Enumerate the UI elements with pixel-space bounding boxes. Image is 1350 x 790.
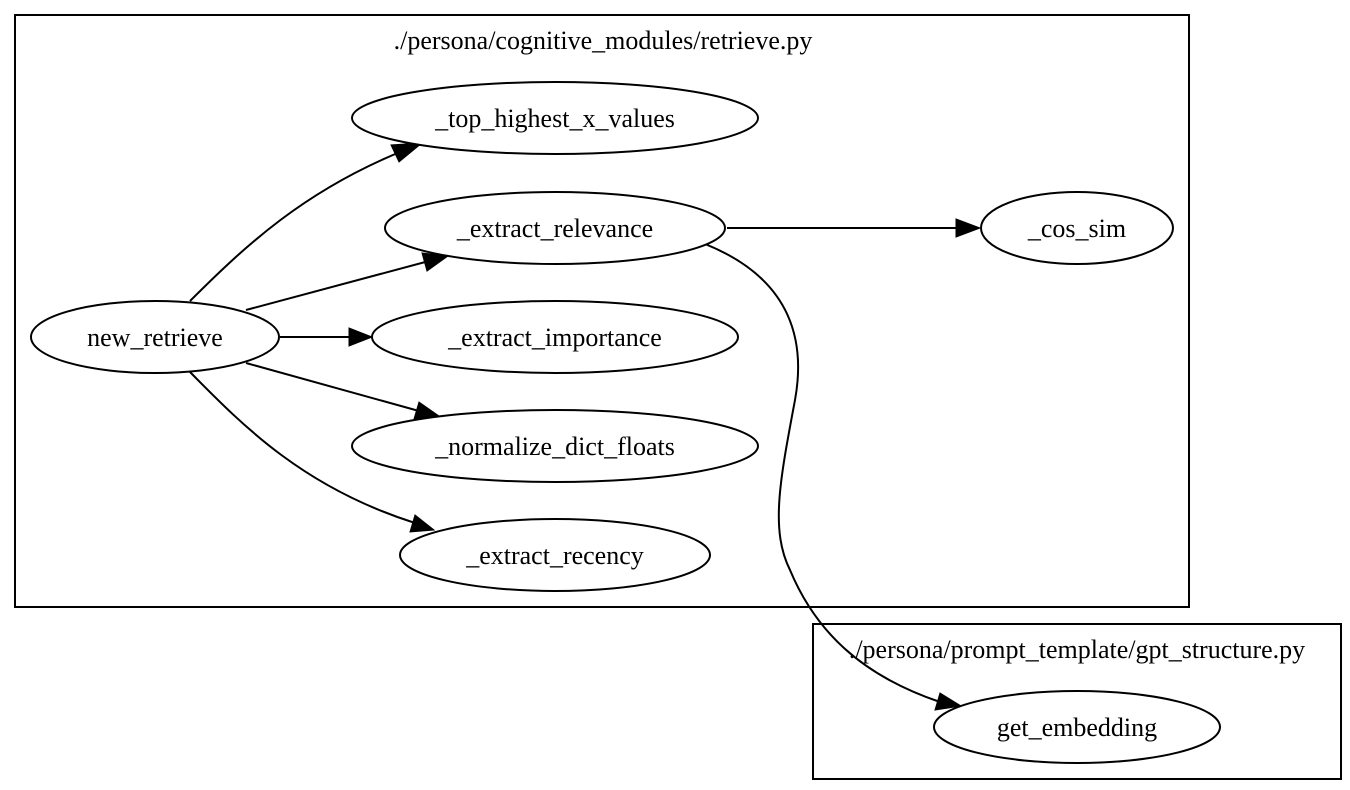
node-normalize-dict-floats: _normalize_dict_floats — [351, 409, 759, 483]
node-extract-recency: _extract_recency — [399, 518, 711, 592]
edges — [189, 142, 982, 711]
node-extract-relevance-ellipse — [384, 191, 726, 265]
node-extract-relevance-label: _extract_relevance — [456, 214, 653, 243]
node-new-retrieve: new_retrieve — [30, 300, 280, 374]
node-cos-sim-ellipse — [980, 191, 1174, 265]
edge-arrowhead — [955, 218, 982, 238]
cluster-retrieve-box — [14, 14, 1190, 608]
edge-extract-relevance-to-cos-sim — [727, 218, 982, 238]
node-top-highest-x-values: _top_highest_x_values — [351, 81, 759, 155]
cluster-retrieve: ./persona/cognitive_modules/retrieve.py — [14, 14, 1190, 608]
edge-new-retrieve-to-extract-recency — [189, 371, 436, 533]
node-get-embedding: get_embedding — [933, 690, 1221, 764]
edge-arrowhead — [409, 514, 436, 533]
node-extract-relevance: _extract_relevance — [384, 191, 726, 265]
node-cos-sim: _cos_sim — [980, 191, 1174, 265]
node-normalize-dict-floats-label: _normalize_dict_floats — [434, 432, 675, 461]
cluster-retrieve-label: ./persona/cognitive_modules/retrieve.py — [394, 26, 813, 55]
node-extract-importance: _extract_importance — [371, 300, 739, 374]
node-extract-importance-label: _extract_importance — [447, 323, 662, 352]
edge-extract-relevance-to-get-embedding — [704, 243, 963, 711]
node-extract-recency-label: _extract_recency — [465, 541, 644, 570]
node-new-retrieve-ellipse — [30, 300, 280, 374]
edge-new-retrieve-to-normalize-dict-floats — [245, 362, 441, 420]
edge-new-retrieve-to-extract-relevance — [245, 252, 450, 311]
edge-arrowhead — [934, 692, 963, 711]
cluster-gpt-structure-label: ./persona/prompt_template/gpt_structure.… — [849, 635, 1305, 664]
node-get-embedding-ellipse — [933, 690, 1221, 764]
cluster-gpt-structure: ./persona/prompt_template/gpt_structure.… — [812, 623, 1342, 780]
node-top-highest-x-values-ellipse — [351, 81, 759, 155]
node-get-embedding-label: get_embedding — [997, 713, 1157, 742]
edge-arrowhead — [348, 327, 374, 347]
node-extract-importance-ellipse — [371, 300, 739, 374]
edge-arrowhead — [390, 142, 424, 163]
node-top-highest-x-values-label: _top_highest_x_values — [434, 104, 675, 133]
node-normalize-dict-floats-ellipse — [351, 409, 759, 483]
node-new-retrieve-label: new_retrieve — [87, 323, 223, 352]
nodes: new_retrieve _top_highest_x_values _extr… — [30, 81, 1221, 764]
cluster-gpt-structure-box — [812, 623, 1342, 780]
edge-new-retrieve-to-top-highest-x-values — [189, 142, 424, 302]
node-extract-recency-ellipse — [399, 518, 711, 592]
node-cos-sim-label: _cos_sim — [1027, 214, 1126, 243]
edge-new-retrieve-to-extract-importance — [280, 327, 374, 347]
